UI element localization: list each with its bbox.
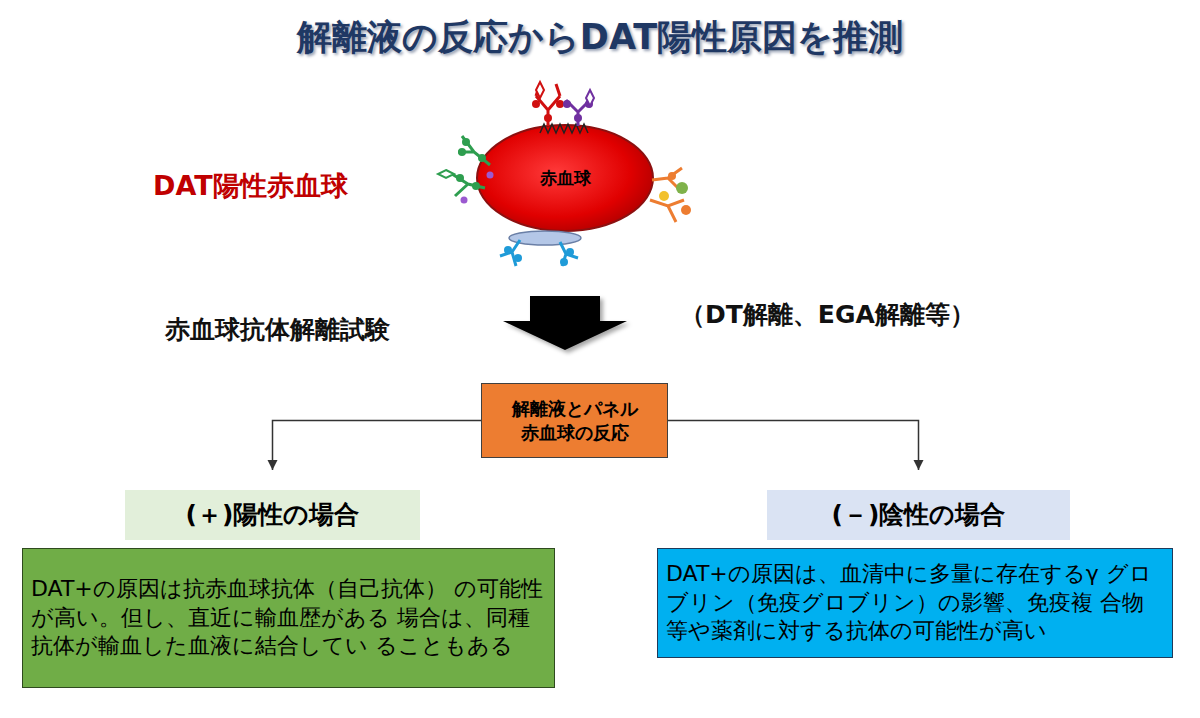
result-box: DAT+の原因は抗赤血球抗体（自己抗体） の可能性が高い。但し、直近に輸血歴があ… — [22, 548, 555, 688]
node-text: (－)陰性の場合 — [832, 499, 1006, 532]
antibody-symbol — [650, 168, 684, 222]
membrane-protein — [509, 231, 581, 245]
figure-label: DAT陽性赤血球 — [153, 168, 348, 204]
diagram-title: 解離液の反応からDAT陽性原因を推測 — [0, 14, 1200, 61]
antibody-symbol — [566, 100, 590, 126]
antibody-symbol — [536, 84, 560, 126]
method-note: （DT解離、EGA解離等） — [680, 298, 975, 331]
flow-connector — [668, 421, 919, 471]
flow-connector — [273, 421, 482, 471]
node-text: (＋)陽性の場合 — [186, 499, 360, 532]
cell-ellipse — [477, 125, 653, 231]
process-box: 解離液とパネル 赤血球の反応 — [481, 383, 668, 458]
cell-ellipse: 赤血球 — [475, 123, 655, 233]
result-band: (＋)陽性の場合 — [125, 490, 420, 540]
node-text: DAT+の原因は、血清中に多量に存在するγ グロブリン（免疫グロブリン）の影響、… — [666, 560, 1164, 646]
block-arrow — [503, 296, 627, 350]
result-band: (－)陰性の場合 — [767, 490, 1070, 540]
node-text: DAT+の原因は抗赤血球抗体（自己抗体） の可能性が高い。但し、直近に輸血歴があ… — [31, 575, 546, 661]
antibody-symbol — [500, 240, 578, 266]
step-label: 赤血球抗体解離試験 — [165, 313, 390, 346]
result-box: DAT+の原因は、血清中に多量に存在するγ グロブリン（免疫グロブリン）の影響、… — [657, 548, 1173, 658]
node-text: 解離液とパネル 赤血球の反応 — [500, 397, 650, 444]
node-text: 赤血球 — [540, 167, 591, 189]
